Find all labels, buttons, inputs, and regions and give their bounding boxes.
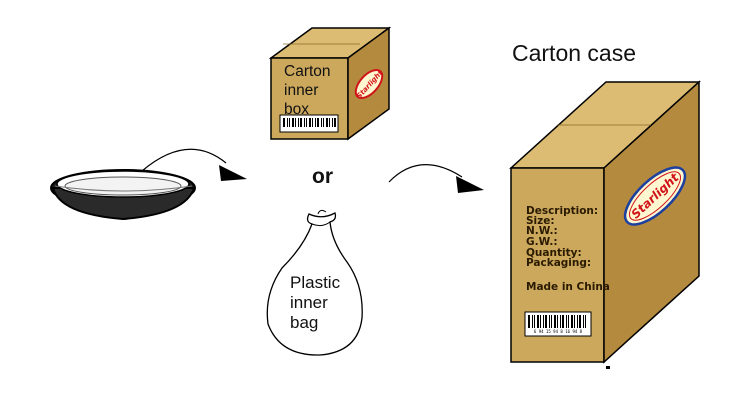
barcode-bar xyxy=(537,315,539,328)
barcode-bar xyxy=(568,315,569,328)
barcode-bar xyxy=(283,118,285,127)
barcode-bar xyxy=(295,118,296,127)
barcode-bar xyxy=(332,118,333,127)
case-field-nw: N.W.: xyxy=(526,225,558,237)
barcode-bar xyxy=(292,118,294,127)
barcode-bar xyxy=(306,118,307,127)
plastic-inner-bag-label: Plastic inner bag xyxy=(290,273,360,333)
barcode-bar xyxy=(309,118,311,127)
barcode-bar xyxy=(317,118,319,127)
barcode-bar xyxy=(532,315,533,328)
barcode-bar xyxy=(545,315,547,328)
barcode-bar xyxy=(554,315,556,328)
barcode-bar xyxy=(287,118,288,127)
barcode-bar xyxy=(585,315,586,328)
carton-inner-box-label-line2: inner xyxy=(284,82,319,99)
arrow-tray-to-packaging-icon xyxy=(141,148,247,181)
barcode-bar xyxy=(534,315,535,328)
case-field-gw: G.W.: xyxy=(526,236,558,248)
barcode-bar xyxy=(540,315,541,328)
carton-case-title: Carton case xyxy=(512,40,637,66)
barcode-bar xyxy=(560,315,561,328)
case-barcode-icon: 6 94 15 94 8 16 94 8 xyxy=(524,311,592,337)
barcode-bar xyxy=(528,315,530,328)
barcode-bar xyxy=(304,118,305,127)
barcode-bar xyxy=(326,118,328,127)
barcode-bar xyxy=(298,118,299,127)
carton-inner-box-icon: Starlight xyxy=(268,26,392,141)
barcode-bar xyxy=(583,315,584,328)
barcode-bar xyxy=(562,315,564,328)
or-label: or xyxy=(312,165,333,188)
plastic-inner-bag-label-line2: inner xyxy=(290,293,328,312)
barcode-bar xyxy=(549,315,550,328)
plastic-inner-bag-label-line3: bag xyxy=(290,313,319,332)
barcode-bar xyxy=(289,118,290,127)
barcode-bar xyxy=(329,118,330,127)
barcode-bar xyxy=(543,315,544,328)
plastic-inner-bag-label-line1: Plastic xyxy=(290,273,341,292)
barcode-bar xyxy=(566,315,567,328)
barcode-bar xyxy=(579,315,581,328)
case-field-packaging: Packaging: xyxy=(526,257,592,269)
carton-case-icon: Starlight 6 94 15 94 8 16 94 8 xyxy=(509,80,701,369)
case-field-size: Size: xyxy=(526,215,555,227)
arrow-packaging-to-case-icon xyxy=(388,164,484,193)
barcode-bar xyxy=(323,118,324,127)
barcode-bar xyxy=(321,118,322,127)
barcode-bar xyxy=(312,118,313,127)
barcode-bar xyxy=(551,315,552,328)
barcode-bar xyxy=(334,118,336,127)
case-barcode-digits: 6 94 15 94 8 16 94 8 xyxy=(534,329,583,334)
carton-inner-box-label: Carton inner box xyxy=(284,62,354,119)
small-box-barcode-icon xyxy=(279,114,339,133)
carton-inner-box-label-line1: Carton xyxy=(284,63,331,80)
barcode-bar xyxy=(300,118,302,127)
case-field-description: Description: xyxy=(526,205,599,217)
barcode-bar xyxy=(571,315,573,328)
case-field-made-in: Made in China xyxy=(526,281,610,293)
barcode-bar xyxy=(557,315,558,328)
barcode-bar xyxy=(577,315,578,328)
case-field-quantity: Quantity: xyxy=(526,247,582,259)
carton-inner-box-label-line3: box xyxy=(284,101,309,118)
barcode-bar xyxy=(574,315,575,328)
food-tray-icon xyxy=(50,169,196,221)
plastic-inner-bag-icon xyxy=(266,209,363,356)
barcode-bar xyxy=(315,118,316,127)
